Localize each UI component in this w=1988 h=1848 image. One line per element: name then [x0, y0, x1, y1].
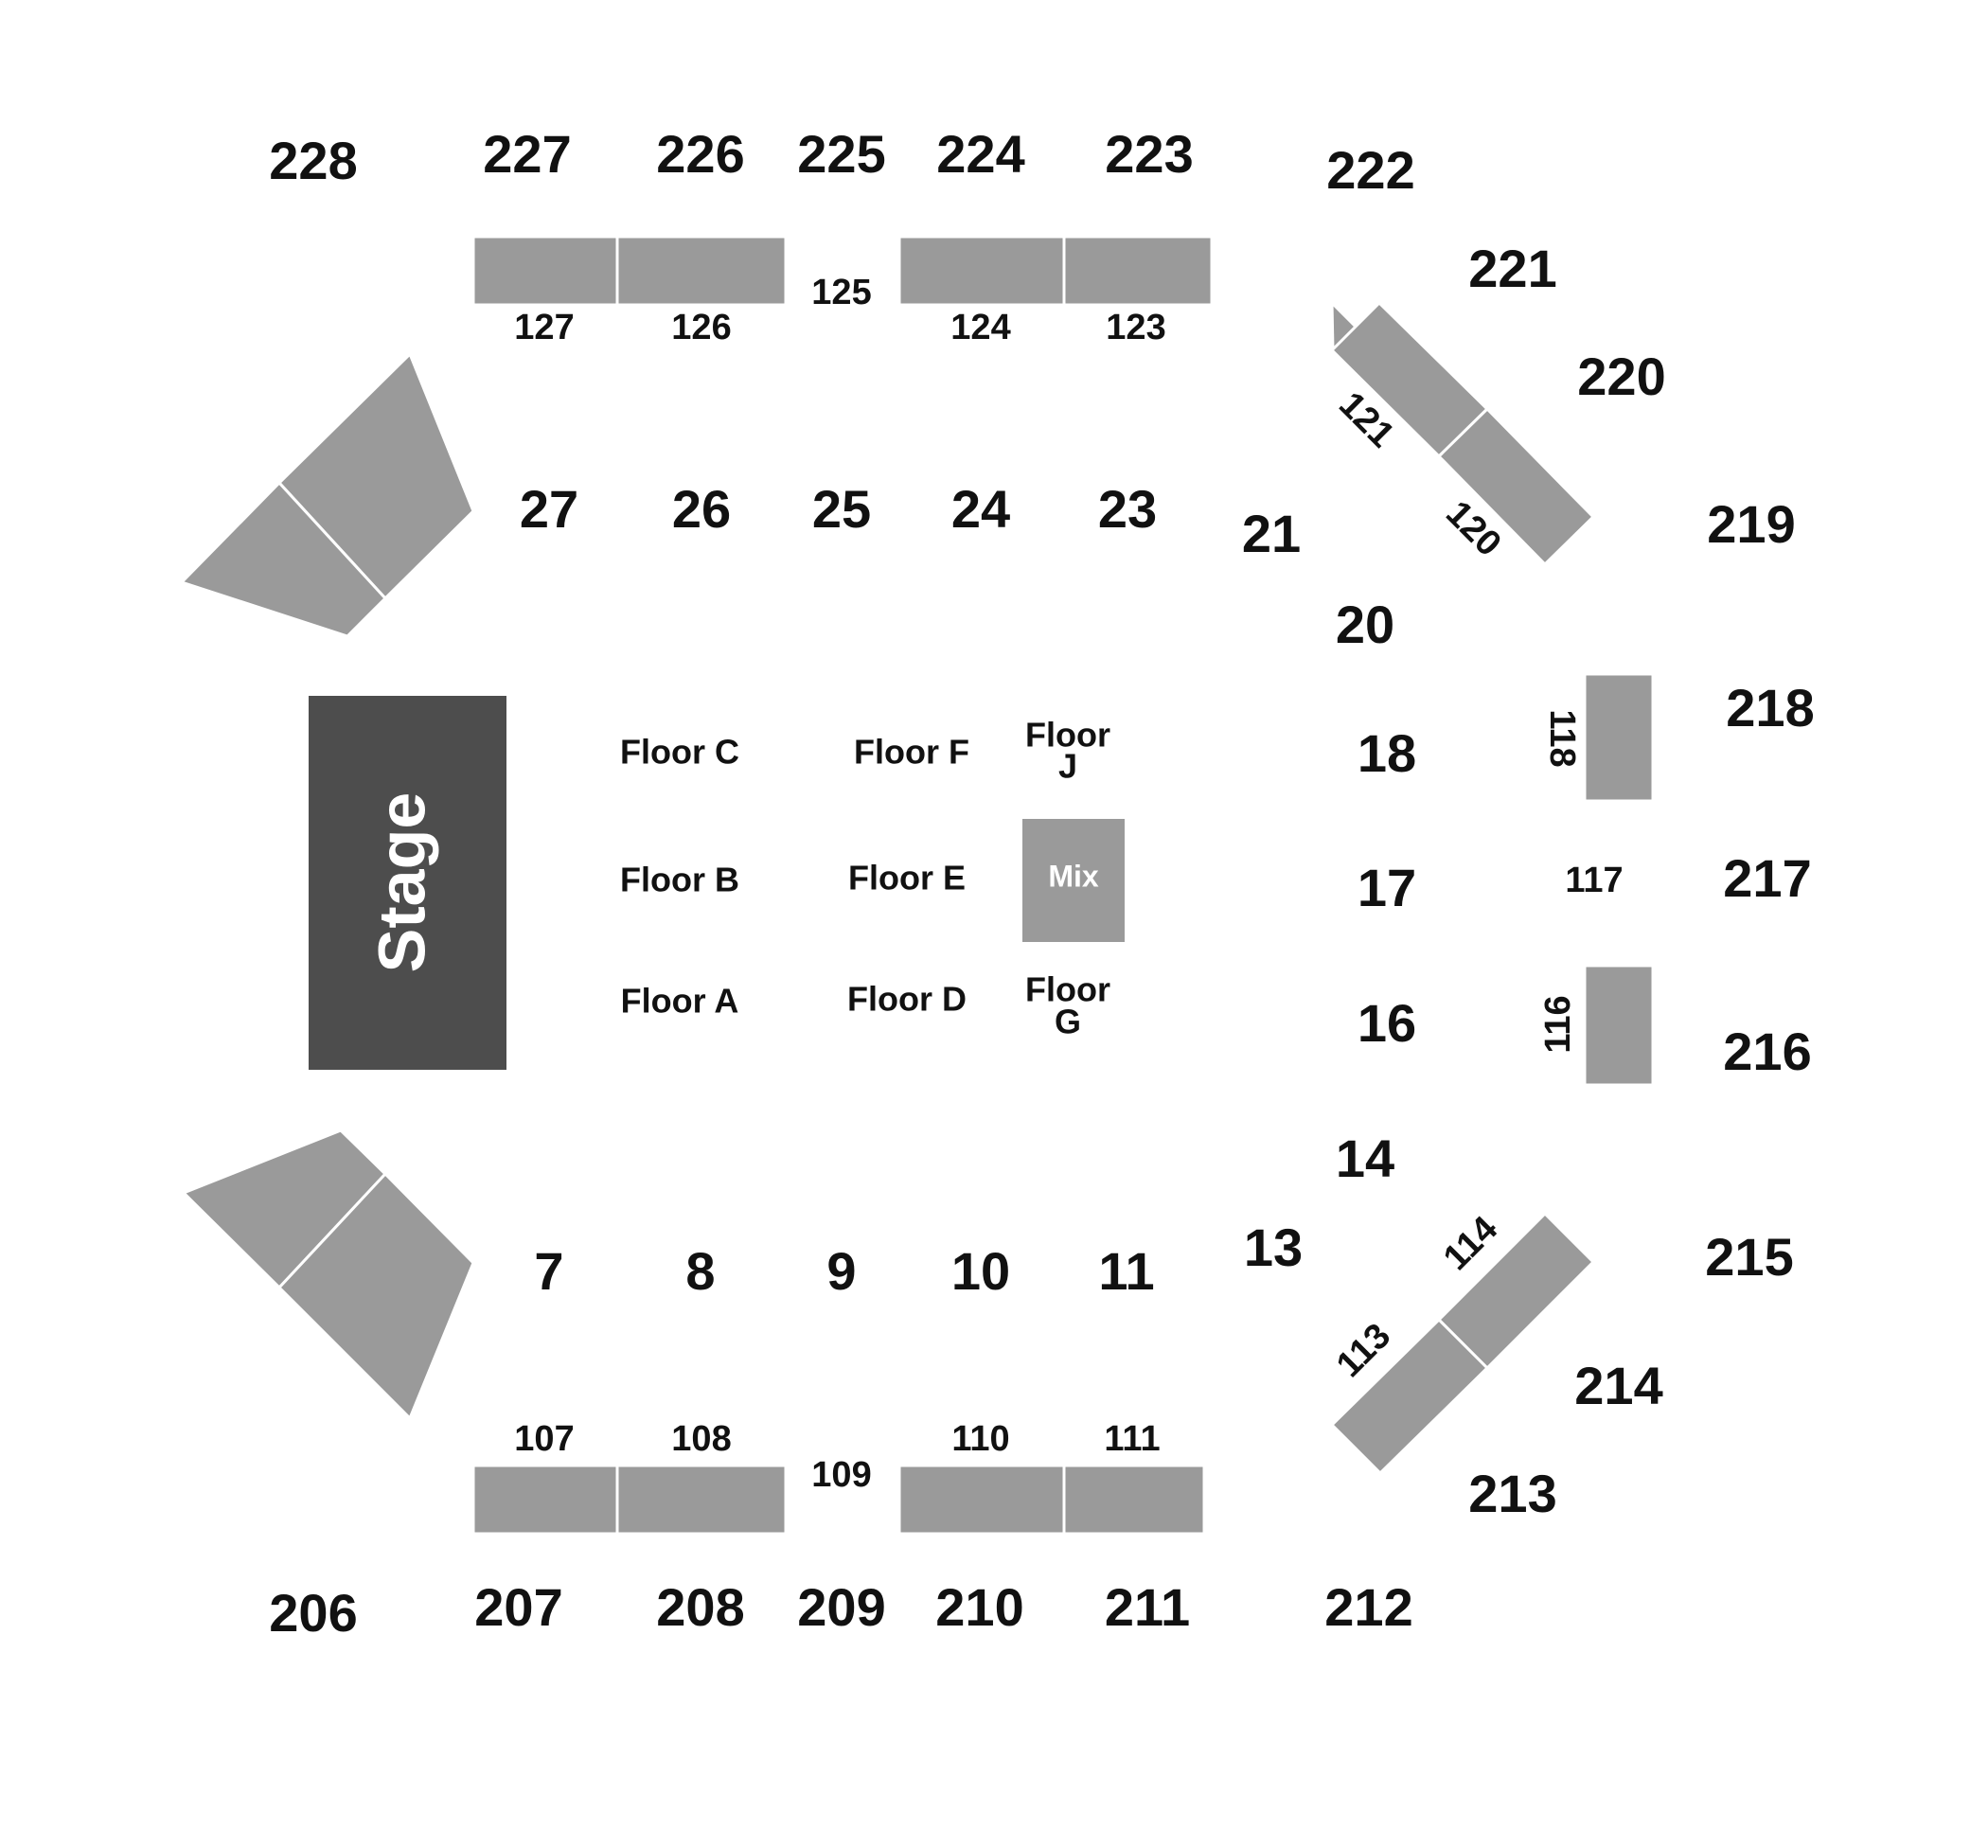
section-block-top-left-b[interactable] — [179, 480, 388, 638]
section-111[interactable]: 111 — [1104, 1419, 1160, 1459]
stage — [309, 696, 506, 1070]
section-block-113[interactable] — [1329, 1317, 1490, 1476]
section-8[interactable]: 8 — [685, 1241, 715, 1301]
section-block-108[interactable] — [615, 1464, 788, 1536]
floor-b-label[interactable]: Floor B — [620, 861, 739, 899]
section-210[interactable]: 210 — [935, 1577, 1023, 1637]
section-220[interactable]: 220 — [1577, 346, 1665, 406]
floor-e-label[interactable]: Floor E — [848, 859, 966, 897]
section-117[interactable]: 117 — [1565, 861, 1623, 900]
mix-position — [1022, 819, 1125, 942]
floor-a-label[interactable]: Floor A — [621, 982, 739, 1021]
floor-g-label-line1[interactable]: Floor — [1025, 970, 1110, 1009]
section-block-110[interactable] — [897, 1464, 1066, 1536]
section-118[interactable]: 118 — [1542, 709, 1582, 767]
floor-d-label[interactable]: Floor D — [847, 980, 967, 1019]
section-25[interactable]: 25 — [812, 479, 871, 539]
section-217[interactable]: 217 — [1723, 848, 1811, 908]
section-216[interactable]: 216 — [1723, 1022, 1811, 1081]
floor-f-label[interactable]: Floor F — [854, 733, 969, 772]
floor-j-label-line1[interactable]: Floor — [1025, 716, 1110, 755]
section-226[interactable]: 226 — [656, 124, 744, 184]
section-222[interactable]: 222 — [1326, 140, 1414, 200]
section-14[interactable]: 14 — [1336, 1128, 1394, 1188]
section-17[interactable]: 17 — [1358, 858, 1416, 917]
section-224[interactable]: 224 — [936, 124, 1024, 184]
section-20[interactable]: 20 — [1336, 595, 1394, 654]
section-11[interactable]: 11 — [1098, 1241, 1154, 1301]
section-208[interactable]: 208 — [656, 1577, 744, 1637]
section-block-126[interactable] — [615, 235, 788, 307]
section-block-116[interactable] — [1583, 964, 1655, 1087]
section-125[interactable]: 125 — [811, 273, 871, 312]
section-225[interactable]: 225 — [797, 124, 885, 184]
section-16[interactable]: 16 — [1358, 993, 1416, 1053]
section-212[interactable]: 212 — [1324, 1577, 1412, 1637]
mix-label: Mix — [1048, 859, 1099, 893]
section-207[interactable]: 207 — [474, 1577, 562, 1637]
section-7[interactable]: 7 — [534, 1241, 563, 1301]
section-108[interactable]: 108 — [671, 1419, 731, 1459]
section-214[interactable]: 214 — [1574, 1356, 1662, 1415]
section-219[interactable]: 219 — [1707, 494, 1795, 554]
section-209[interactable]: 209 — [797, 1577, 885, 1637]
section-223[interactable]: 223 — [1105, 124, 1193, 184]
section-21[interactable]: 21 — [1242, 504, 1301, 563]
section-block-127[interactable] — [471, 235, 619, 307]
section-107[interactable]: 107 — [514, 1419, 574, 1459]
section-9[interactable]: 9 — [826, 1241, 856, 1301]
section-228[interactable]: 228 — [269, 131, 357, 190]
section-block-118[interactable] — [1583, 672, 1655, 803]
section-23[interactable]: 23 — [1098, 479, 1157, 539]
section-18[interactable]: 18 — [1358, 723, 1416, 783]
section-221[interactable]: 221 — [1468, 239, 1556, 298]
section-116[interactable]: 116 — [1538, 995, 1578, 1053]
section-211[interactable]: 211 — [1105, 1577, 1190, 1637]
section-218[interactable]: 218 — [1726, 678, 1814, 737]
section-26[interactable]: 26 — [672, 479, 731, 539]
section-123[interactable]: 123 — [1106, 308, 1165, 347]
section-227[interactable]: 227 — [483, 124, 571, 184]
section-124[interactable]: 124 — [950, 308, 1010, 347]
section-block-111[interactable] — [1062, 1464, 1206, 1536]
section-206[interactable]: 206 — [269, 1583, 357, 1643]
section-27[interactable]: 27 — [520, 479, 578, 539]
section-24[interactable]: 24 — [951, 479, 1010, 539]
section-126[interactable]: 126 — [671, 308, 731, 347]
section-215[interactable]: 215 — [1705, 1227, 1793, 1287]
section-block-120[interactable] — [1436, 406, 1596, 567]
section-109[interactable]: 109 — [811, 1455, 871, 1495]
stage-label: Stage — [364, 792, 438, 973]
section-110[interactable]: 110 — [951, 1419, 1009, 1459]
section-block-bottom-left-b[interactable] — [276, 1171, 475, 1421]
floor-g-label-line2[interactable]: G — [1055, 1003, 1081, 1041]
floor-c-label[interactable]: Floor C — [620, 733, 739, 772]
section-213[interactable]: 213 — [1468, 1464, 1556, 1523]
section-127[interactable]: 127 — [514, 308, 574, 347]
section-13[interactable]: 13 — [1244, 1217, 1303, 1277]
floor-j-label-line2[interactable]: J — [1058, 747, 1077, 786]
section-block-123[interactable] — [1062, 235, 1214, 307]
section-10[interactable]: 10 — [951, 1241, 1010, 1301]
section-block-107[interactable] — [471, 1464, 619, 1536]
section-block-124[interactable] — [897, 235, 1066, 307]
